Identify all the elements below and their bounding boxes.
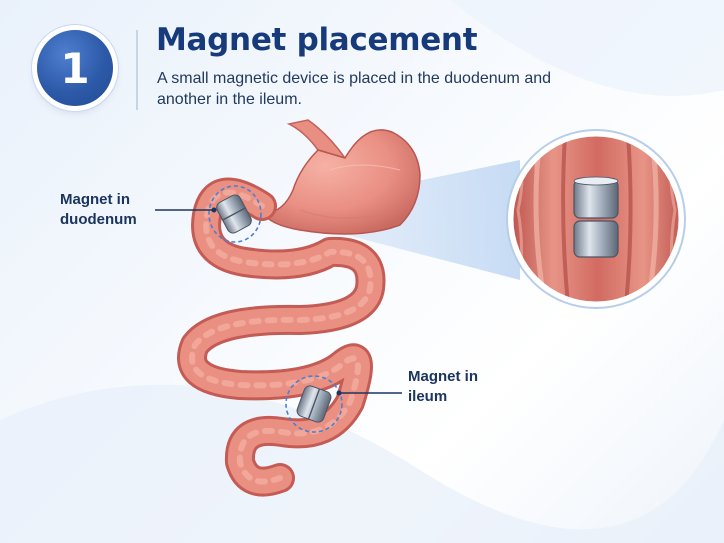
ileum-callout-line2: ileum: [408, 388, 448, 405]
duodenum-callout-label: Magnet in duodenum: [60, 190, 137, 230]
duodenum-highlight-ring: [208, 185, 262, 243]
duodenum-magnet-icon: [216, 194, 252, 234]
small-intestine: [177, 177, 386, 497]
header-divider: [136, 30, 138, 110]
ileum-callout-line1: Magnet in: [408, 368, 478, 385]
stomach: [260, 129, 421, 235]
step-number-badge: 1: [37, 30, 113, 106]
page-title: Magnet placement: [156, 22, 478, 58]
duodenum-callout-line2: duodenum: [60, 211, 137, 228]
ileum-highlight-ring: [285, 375, 343, 433]
ileum-callout-label: Magnet in ileum: [408, 367, 478, 407]
step-number: 1: [60, 43, 90, 93]
duodenum-callout-line1: Magnet in: [60, 191, 130, 208]
page-subtitle: A small magnetic device is placed in the…: [157, 70, 552, 108]
magnified-inset: [506, 129, 686, 309]
ileum-magnet-icon: [296, 385, 332, 423]
